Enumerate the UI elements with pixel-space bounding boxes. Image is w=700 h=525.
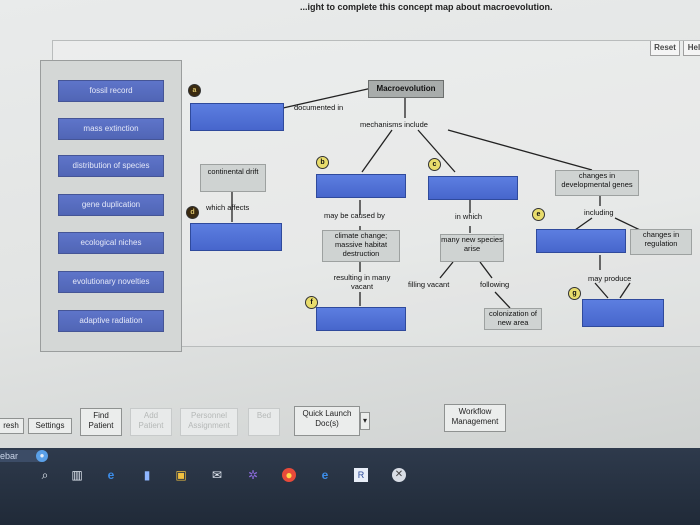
teams-icon[interactable]: ✲ — [247, 468, 259, 482]
mail-icon[interactable]: ✉ — [211, 468, 223, 482]
label-may-be-caused-by: may be caused by — [324, 211, 385, 220]
term-mass-extinction[interactable]: mass extinction — [58, 118, 164, 140]
label-which-affects: which affects — [206, 203, 250, 212]
term-distribution-of-species[interactable]: distribution of species — [58, 155, 164, 177]
label-documented-in: documented in — [294, 103, 344, 112]
node-changes-regulation: changes in regulation — [630, 229, 692, 255]
search-icon[interactable]: ⌕ — [41, 468, 49, 482]
edge-legacy-icon[interactable]: e — [107, 468, 115, 482]
label-following: following — [480, 280, 510, 289]
label-may-produce: may produce — [588, 274, 632, 283]
label-filling-vacant: filling vacant — [408, 280, 450, 289]
blank-badge-b: b — [316, 156, 329, 169]
drop-slot-f[interactable] — [316, 307, 406, 331]
blank-badge-e: e — [532, 208, 545, 221]
quick-launch-button[interactable]: Quick Launch Doc(s) — [294, 406, 360, 436]
drop-slot-c[interactable] — [428, 176, 518, 200]
node-colonization: colonization of new area — [484, 308, 542, 330]
node-changes-developmental-genes: changes in developmental genes — [555, 170, 639, 196]
blank-badge-d: d — [186, 206, 199, 219]
refresh-button[interactable]: resh — [0, 418, 24, 434]
workflow-management-button[interactable]: Workflow Management — [444, 404, 506, 432]
drop-slot-b[interactable] — [316, 174, 406, 198]
drop-slot-g[interactable] — [582, 299, 664, 327]
edge-icon[interactable]: e — [321, 468, 329, 482]
screen: ...ight to complete this concept map abo… — [0, 0, 700, 448]
blank-badge-g: g — [568, 287, 581, 300]
app-toolbar: resh Settings Find Patient Add Patient P… — [0, 400, 700, 442]
remote-desktop-icon[interactable]: R — [354, 468, 368, 482]
label-including: including — [584, 208, 614, 217]
personnel-assignment-button[interactable]: Personnel Assignment — [180, 408, 238, 436]
label-resulting-in: resulting in many vacant — [333, 273, 391, 291]
record-icon[interactable]: ● — [36, 450, 48, 462]
drop-slot-d[interactable] — [190, 223, 282, 251]
label-in-which: in which — [455, 212, 483, 221]
blank-badge-a: a — [188, 84, 201, 97]
chevron-down-icon[interactable]: ▾ — [360, 412, 370, 430]
term-adaptive-radiation[interactable]: adaptive radiation — [58, 310, 164, 332]
add-patient-button[interactable]: Add Patient — [130, 408, 172, 436]
chrome-icon[interactable]: ● — [282, 468, 296, 482]
bed-button[interactable]: Bed — [248, 408, 280, 436]
connector-lines — [231, 87, 641, 309]
term-fossil-record[interactable]: fossil record — [58, 80, 164, 102]
file-explorer-icon[interactable]: ▮ — [143, 468, 151, 482]
term-ecological-niches[interactable]: ecological niches — [58, 232, 164, 254]
drop-slot-a[interactable] — [190, 103, 284, 131]
close-icon[interactable]: ✕ — [392, 468, 406, 482]
task-view-icon[interactable]: ▥ — [71, 468, 83, 482]
windows-taskbar: ebar ● ⌕ ▥ e ▮ ▣ ✉ ✲ ● e R ✕ — [0, 448, 700, 525]
node-climate-change: climate change; massive habitat destruct… — [322, 230, 400, 262]
blank-badge-f: f — [305, 296, 318, 309]
node-continental-drift: continental drift — [200, 164, 266, 192]
node-many-new-species: many new species arise — [440, 234, 504, 262]
root-node: Macroevolution — [368, 80, 444, 98]
term-evolutionary-novelties[interactable]: evolutionary novelties — [58, 271, 164, 293]
taskbar-label: ebar — [0, 450, 44, 462]
find-patient-button[interactable]: Find Patient — [80, 408, 122, 436]
instruction-text: ...ight to complete this concept map abo… — [300, 2, 553, 12]
drop-slot-e[interactable] — [536, 229, 626, 253]
store-icon[interactable]: ▣ — [175, 468, 187, 482]
blank-badge-c: c — [428, 158, 441, 171]
term-gene-duplication[interactable]: gene duplication — [58, 194, 164, 216]
settings-button[interactable]: Settings — [28, 418, 72, 434]
label-mechanisms-include: mechanisms include — [360, 120, 428, 129]
